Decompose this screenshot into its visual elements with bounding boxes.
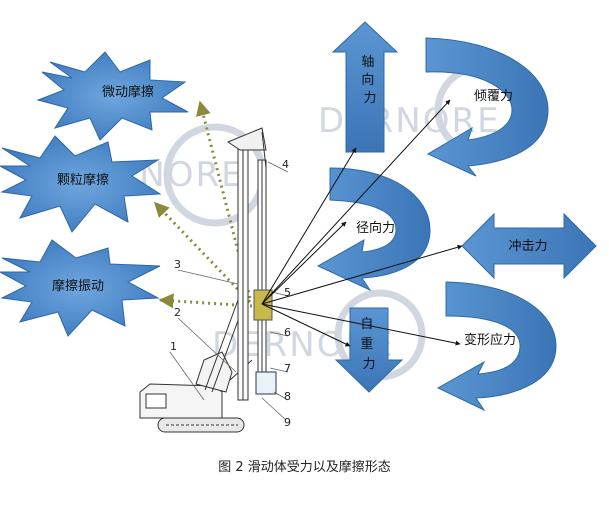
burst-micro-friction: 微动摩擦 bbox=[36, 51, 189, 141]
burst-label: 摩擦振动 bbox=[52, 278, 104, 294]
axial-force-arrow: 轴 向 力 bbox=[331, 21, 399, 153]
callout-8: 8 bbox=[284, 390, 291, 403]
impact-force-arrow: 冲击力 bbox=[461, 212, 597, 280]
vector-impact bbox=[261, 244, 463, 305]
burst-label: 颗粒摩擦 bbox=[57, 172, 109, 188]
axial-char: 轴 bbox=[361, 55, 374, 70]
overturning-force-label: 倾覆力 bbox=[474, 89, 513, 104]
burst-particle-friction: 颗粒摩擦 bbox=[0, 135, 162, 233]
deformation-force-arrow: 变形应力 bbox=[436, 281, 557, 412]
friction-dotted-arrows bbox=[153, 100, 253, 309]
vector-deformation bbox=[261, 303, 461, 346]
callout-5: 5 bbox=[284, 286, 291, 299]
callout-numbers: 1 2 3 4 5 6 7 8 9 bbox=[170, 158, 291, 429]
gravity-char: 自 bbox=[360, 317, 373, 332]
cab-body bbox=[139, 383, 223, 419]
axial-char: 向 bbox=[361, 72, 374, 88]
overturning-force-arrow: 倾覆力 bbox=[425, 37, 549, 177]
callout-7: 7 bbox=[284, 362, 291, 375]
radial-force-label: 径向力 bbox=[356, 220, 395, 236]
burst-label: 微动摩擦 bbox=[102, 84, 154, 100]
force-vectors bbox=[261, 99, 463, 347]
vector-axial bbox=[261, 147, 357, 305]
dotted-arrow bbox=[153, 201, 252, 304]
impact-force-label: 冲击力 bbox=[508, 239, 547, 254]
axial-force-label: 轴 向 力 bbox=[361, 55, 378, 106]
callout-2: 2 bbox=[174, 306, 181, 319]
figure-caption: 图 2 滑动体受力以及摩擦形态 bbox=[218, 460, 391, 475]
vector-gravity bbox=[261, 303, 351, 347]
callout-1: 1 bbox=[170, 340, 177, 353]
gravity-char: 重 bbox=[360, 336, 373, 352]
radial-force-arrow: 径向力 bbox=[316, 167, 431, 292]
vector-overturning bbox=[261, 99, 451, 305]
burst-friction-vibration: 摩擦振动 bbox=[0, 239, 161, 337]
drill-bucket bbox=[255, 371, 277, 395]
callout-9: 9 bbox=[284, 416, 291, 429]
axial-char: 力 bbox=[363, 91, 376, 106]
gravity-char: 力 bbox=[362, 357, 375, 372]
gravity-force-label: 自 重 力 bbox=[360, 317, 377, 372]
watermark-text: DERNORE bbox=[318, 101, 501, 141]
callout-6: 6 bbox=[284, 326, 291, 339]
deformation-force-label: 变形应力 bbox=[464, 332, 516, 348]
dotted-arrow bbox=[196, 100, 252, 299]
callout-3: 3 bbox=[174, 258, 181, 271]
callout-4: 4 bbox=[282, 158, 289, 171]
vector-radial bbox=[261, 221, 347, 305]
callout-lines bbox=[169, 161, 289, 421]
